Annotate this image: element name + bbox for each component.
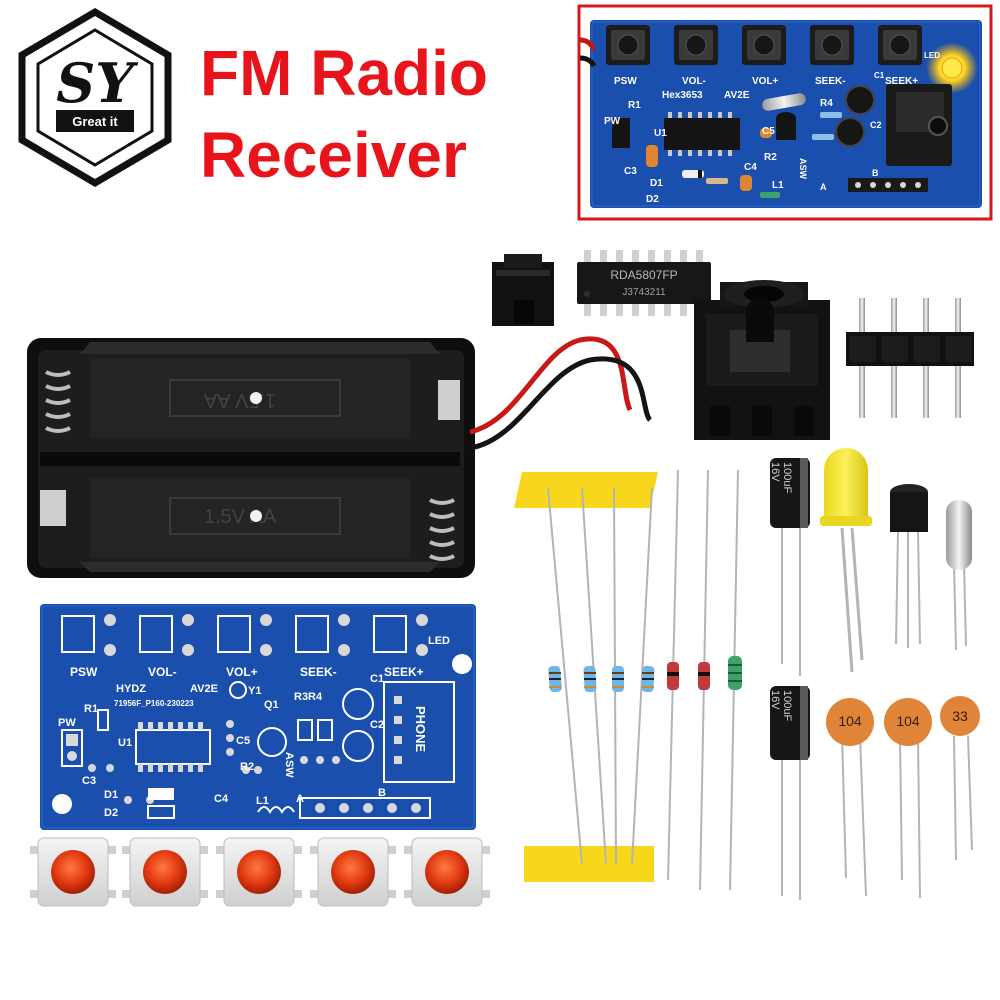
inset-label-c1: C1 — [874, 71, 885, 80]
pcb-label-led: LED — [428, 635, 450, 647]
resistor-strip — [514, 472, 658, 882]
inset-label-led: LED — [924, 51, 940, 60]
pcb-label-a: A — [296, 793, 304, 805]
inset-label-vol-minus: VOL- — [682, 76, 706, 87]
ceramic-capacitor-1: 104 — [826, 698, 874, 897]
pcb-label-hydz: HYDZ — [116, 683, 146, 695]
battery-holder: 1.5V AA 1.5V AA — [27, 338, 475, 578]
pcb-label-l1: L1 — [256, 795, 269, 807]
inset-label-b: B — [872, 168, 879, 178]
pcb-label-u1: U1 — [118, 737, 132, 749]
crystal-oscillator — [946, 500, 972, 651]
inset-label-c5: C5 — [762, 126, 775, 137]
pcb-label-d1: D1 — [104, 789, 118, 801]
inset-ic — [664, 118, 740, 150]
pcb-label-vol-plus: VOL+ — [226, 665, 258, 679]
inset-label-a: A — [820, 182, 827, 192]
pcb-label-r2: R2 — [240, 761, 254, 773]
pcb-label-c4: C4 — [214, 793, 229, 805]
ceramic-capacitor-2: 104 — [884, 698, 932, 899]
tactile-button-2 — [122, 837, 208, 907]
pcb-label-c2: C2 — [370, 719, 384, 731]
inset-label-c4: C4 — [744, 162, 757, 173]
tactile-button-5 — [404, 837, 490, 907]
battery-label-top: 1.5V AA — [203, 389, 276, 411]
logo-tagline: Great it — [72, 114, 118, 129]
inset-label-r4: R4 — [820, 98, 833, 109]
pcb-label-y1: Y1 — [248, 685, 261, 697]
diodes-and-inductor — [667, 469, 742, 891]
battery-spring-right — [429, 498, 455, 561]
title-line-1: FM Radio — [200, 37, 488, 109]
pcb-label-r1: R1 — [84, 703, 98, 715]
elec-cap-bottom-voltage: 16V — [769, 690, 781, 710]
elec-cap-top-value: 100uF — [781, 462, 793, 493]
inset-label-seek-plus: SEEK+ — [885, 76, 918, 87]
inset-label-c2: C2 — [870, 120, 882, 130]
pcb-label-phone: PHONE — [413, 706, 428, 753]
pcb-label-av2e: AV2E — [190, 683, 218, 695]
tactile-button-3 — [216, 837, 302, 907]
inset-label-d1: D1 — [650, 178, 663, 189]
rda5807-chip: RDA5807FP J3743211 — [577, 250, 711, 316]
electrolytic-capacitor-top: 100uF 16V — [769, 458, 810, 676]
jumper-cap — [492, 254, 554, 326]
pcb-label-r3r4: R3R4 — [294, 691, 323, 703]
battery-spring-left — [45, 370, 71, 433]
inset-label-r1: R1 — [628, 100, 641, 111]
inset-label-hex: Hex3653 — [662, 90, 703, 101]
pcb-label-psw: PSW — [70, 665, 98, 679]
headphone-jack — [694, 280, 830, 440]
pcb-label-vol-minus: VOL- — [148, 665, 177, 679]
ceramic-cap-3-value: 33 — [952, 708, 968, 724]
inset-label-vol-plus: VOL+ — [752, 76, 779, 87]
inset-label-r2: R2 — [764, 152, 777, 163]
tactile-button-1 — [30, 837, 116, 907]
pcb-board-id: 71956F_P160-230223 — [114, 699, 194, 708]
inset-buttons — [606, 25, 922, 65]
pcb-label-c3: C3 — [82, 775, 96, 787]
header-pins — [846, 298, 974, 418]
battery-label-bottom: 1.5V AA — [204, 506, 277, 528]
pcb-label-seek-minus: SEEK- — [300, 665, 337, 679]
battery-wires — [469, 336, 653, 451]
pcb-label-d2: D2 — [104, 807, 118, 819]
transistor — [890, 484, 928, 648]
inset-label-c3: C3 — [624, 166, 637, 177]
pcb-label-b: B — [378, 787, 386, 799]
tactile-button-4 — [310, 837, 396, 907]
ceramic-cap-1-value: 104 — [838, 713, 862, 729]
pcb-label-q1: Q1 — [264, 699, 279, 711]
inset-label-psw: PSW — [614, 76, 637, 87]
inset-label-seek-minus: SEEK- — [815, 76, 846, 87]
pcb-label-c5: C5 — [236, 735, 250, 747]
assembled-pcb-inset: PSW VOL- VOL+ SEEK- SEEK+ LED Hex3653 AV… — [577, 4, 993, 221]
inset-label-asw: ASW — [798, 158, 808, 180]
brand-logo: SY Great it — [18, 7, 172, 188]
ceramic-capacitor-3: 33 — [940, 696, 980, 861]
elec-cap-bottom-value: 100uF — [781, 690, 793, 721]
pcb-label-seek-plus: SEEK+ — [384, 665, 424, 679]
inset-label-l1: L1 — [772, 180, 784, 191]
logo-letters: SY — [56, 51, 138, 115]
elec-cap-top-voltage: 16V — [769, 462, 781, 482]
chip-marking-1: RDA5807FP — [610, 268, 677, 282]
ceramic-cap-2-value: 104 — [896, 713, 920, 729]
title-line-2: Receiver — [200, 119, 467, 191]
inset-label-av2e: AV2E — [724, 90, 750, 101]
inset-label-pw: PW — [604, 116, 621, 127]
pcb-label-asw: ASW — [283, 752, 295, 778]
pcb-label-pw: PW — [58, 717, 76, 729]
inset-label-d2: D2 — [646, 194, 659, 205]
inset-label-u1: U1 — [654, 128, 667, 139]
yellow-led — [820, 448, 872, 673]
bare-pcb: PSW VOL- VOL+ SEEK- SEEK+ LED HYDZ AV2E … — [40, 604, 476, 830]
electrolytic-capacitor-bottom: 100uF 16V — [769, 686, 810, 900]
pcb-label-c1: C1 — [370, 673, 384, 685]
chip-marking-2: J3743211 — [622, 287, 666, 298]
